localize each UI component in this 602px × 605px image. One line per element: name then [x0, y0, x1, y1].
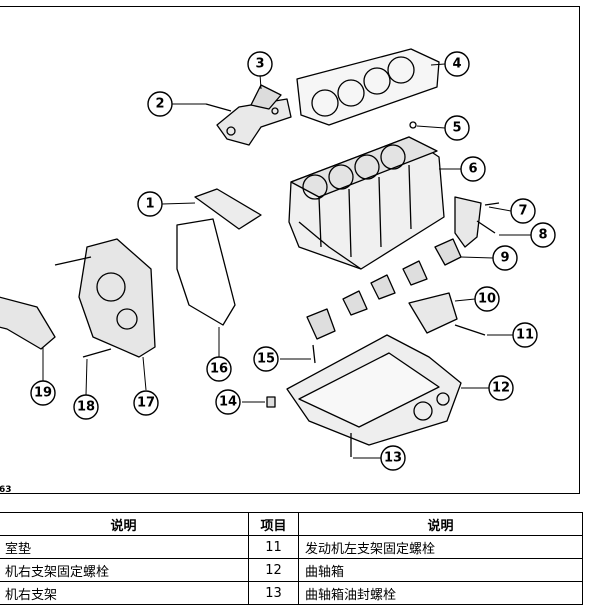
drain-plug: [266, 396, 276, 408]
callout-6: 6: [468, 162, 477, 177]
left-engine-mount: [454, 196, 500, 248]
crankcase: [286, 334, 462, 446]
callout-10: 10: [478, 292, 496, 307]
callout-3: 3: [255, 57, 264, 72]
callout-18: 18: [77, 400, 95, 415]
callout-16: 16: [210, 362, 228, 377]
callout-12: 12: [492, 381, 510, 396]
right-description: 曲轴箱油封螺栓: [298, 581, 583, 605]
callout-9: 9: [500, 251, 509, 266]
callout-14: 14: [219, 395, 237, 410]
cover-gasket: [194, 188, 262, 230]
cap-bolt: [312, 344, 316, 364]
right-engine-mount: [216, 84, 292, 146]
right-description: 曲轴箱: [298, 558, 583, 582]
front-timing-cover: [78, 238, 156, 358]
item-number: 13: [248, 581, 299, 605]
callout-7: 7: [518, 204, 527, 219]
right-description: 发动机左支架固定螺栓: [298, 535, 583, 559]
parts-table: 说明 项目 说明 室垫 11 发动机左支架固定螺栓 机右支架固定螺栓 12 曲轴…: [0, 512, 583, 605]
callout-15: 15: [257, 352, 275, 367]
callout-19: 19: [34, 386, 52, 401]
callout-1: 1: [145, 197, 154, 212]
header-description-right: 说明: [298, 512, 583, 536]
figure-code: 63: [0, 485, 12, 495]
table-row: 室垫 11 发动机左支架固定螺栓: [0, 535, 583, 559]
engine-block: [288, 136, 445, 270]
left-description: 机右支架固定螺栓: [0, 558, 249, 582]
table-header-row: 说明 项目 说明: [0, 512, 583, 536]
table-row: 机右支架固定螺栓 12 曲轴箱: [0, 558, 583, 582]
callout-2: 2: [155, 97, 164, 112]
callouts: [30, 51, 556, 471]
header-item: 项目: [248, 512, 299, 536]
table-row: 机右支架 13 曲轴箱油封螺栓: [0, 581, 583, 605]
left-description: 机右支架: [0, 581, 249, 605]
header-description-left: 说明: [0, 512, 249, 536]
callout-13: 13: [384, 451, 402, 466]
engine-block-exploded-view: 1 2 3 4 5 6 7 8 9 10 11 12 13 14 15 16 1…: [0, 48, 556, 471]
left-description: 室垫: [0, 535, 249, 559]
dowel: [409, 121, 417, 129]
support-brace: [408, 292, 458, 334]
callout-4: 4: [452, 57, 461, 72]
callout-5: 5: [452, 121, 461, 136]
callout-17: 17: [137, 396, 155, 411]
item-number: 12: [248, 558, 299, 582]
head-gasket: [296, 48, 440, 126]
callout-8: 8: [538, 228, 547, 243]
front-cover-gasket: [176, 218, 236, 326]
item-number: 11: [248, 535, 299, 559]
mount-bolt: [205, 103, 232, 112]
callout-11: 11: [516, 328, 534, 343]
side-bracket: [0, 296, 56, 350]
exploded-diagram-frame: 1 2 3 4 5 6 7 8 9 10 11 12 13 14 15 16 1…: [0, 6, 580, 495]
